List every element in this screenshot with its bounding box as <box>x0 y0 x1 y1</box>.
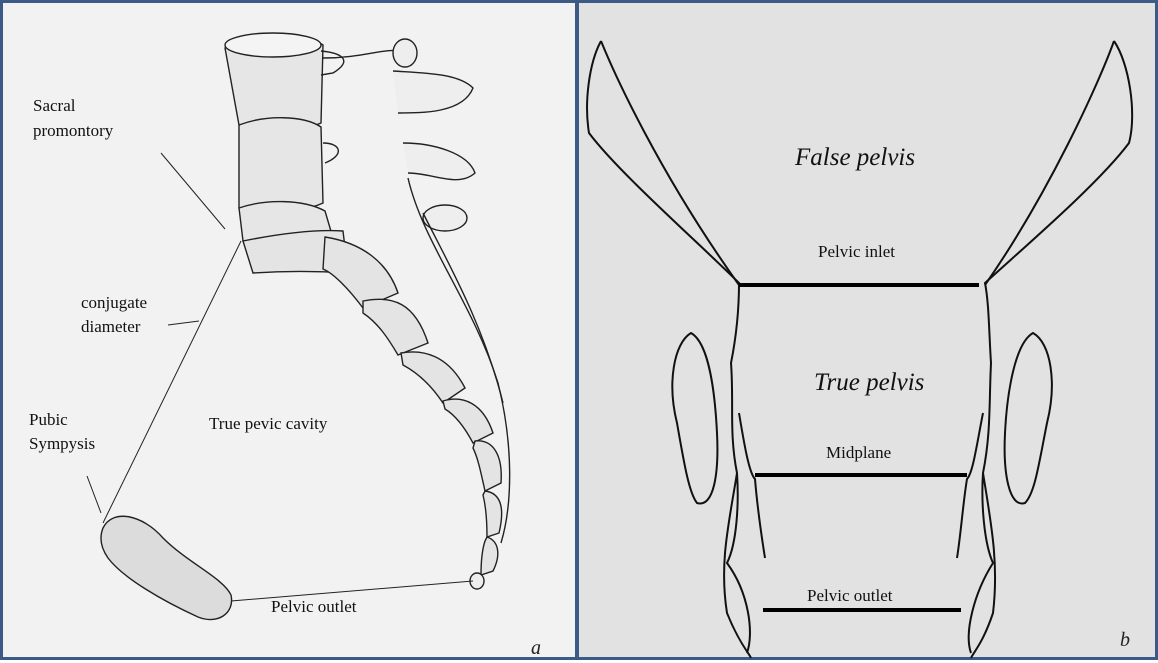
label-false-pelvis: False pelvis <box>795 148 915 168</box>
coccyx-2 <box>483 491 502 537</box>
vertebra-s1-body <box>239 118 323 212</box>
spinous-process-1 <box>321 51 344 75</box>
label-pubic-line1: Pubic <box>29 410 68 430</box>
posterior-arch-2 <box>403 143 475 180</box>
pubic-bone <box>101 516 232 619</box>
right-ischial-bulge <box>1005 333 1052 503</box>
label-conjugate-line1: conjugate <box>81 293 147 313</box>
conjugate-diameter-line <box>103 241 241 523</box>
pubic-leader-line <box>87 476 101 513</box>
left-ilium <box>587 41 750 653</box>
sacral-segment-4 <box>401 352 465 403</box>
label-midplane: Midplane <box>826 443 891 463</box>
coccyx-3 <box>481 537 498 575</box>
panel-b-drawing <box>579 3 1158 663</box>
label-sacral-line1: Sacral <box>33 96 75 116</box>
panel-letter-b: b <box>1120 629 1130 652</box>
sacral-leader-line <box>161 153 225 229</box>
panel-b-pelvis-planes: False pelvis Pelvic inlet True pelvis Mi… <box>576 0 1158 660</box>
posterior-arch-1 <box>393 71 473 113</box>
label-true-pelvis: True pelvis <box>814 373 924 393</box>
sacral-segment-2 <box>323 237 398 308</box>
left-inner-wall <box>739 413 765 558</box>
coccyx-1 <box>473 441 501 491</box>
label-pelvic-outlet-a: Pelvic outlet <box>271 597 356 617</box>
label-conjugate-line2: diameter <box>81 317 140 337</box>
label-pelvic-inlet: Pelvic inlet <box>818 242 895 262</box>
panel-letter-a: a <box>531 637 541 660</box>
right-inner-wall <box>957 413 983 558</box>
sacral-segment-3 <box>363 299 428 355</box>
label-pelvic-outlet-b: Pelvic outlet <box>807 586 892 606</box>
right-ilium <box>969 41 1132 653</box>
left-ischial-bulge <box>672 333 717 503</box>
spinous-process-2 <box>323 143 338 163</box>
posterior-ridge <box>323 50 401 58</box>
left-ilium-inner <box>601 41 739 285</box>
label-true-pevic-cavity: True pevic cavity <box>209 414 327 434</box>
sacral-segment-5 <box>443 399 493 443</box>
right-ilium-inner <box>985 41 1114 285</box>
panel-a-sagittal-pelvis: Sacral promontory conjugate diameter Pub… <box>0 0 578 660</box>
vertebra-l5-top <box>225 33 321 57</box>
label-pubic-line2: Sympysis <box>29 434 95 454</box>
facet-top <box>393 39 417 67</box>
conjugate-leader-line <box>168 321 199 325</box>
label-sacral-line2: promontory <box>33 121 113 141</box>
